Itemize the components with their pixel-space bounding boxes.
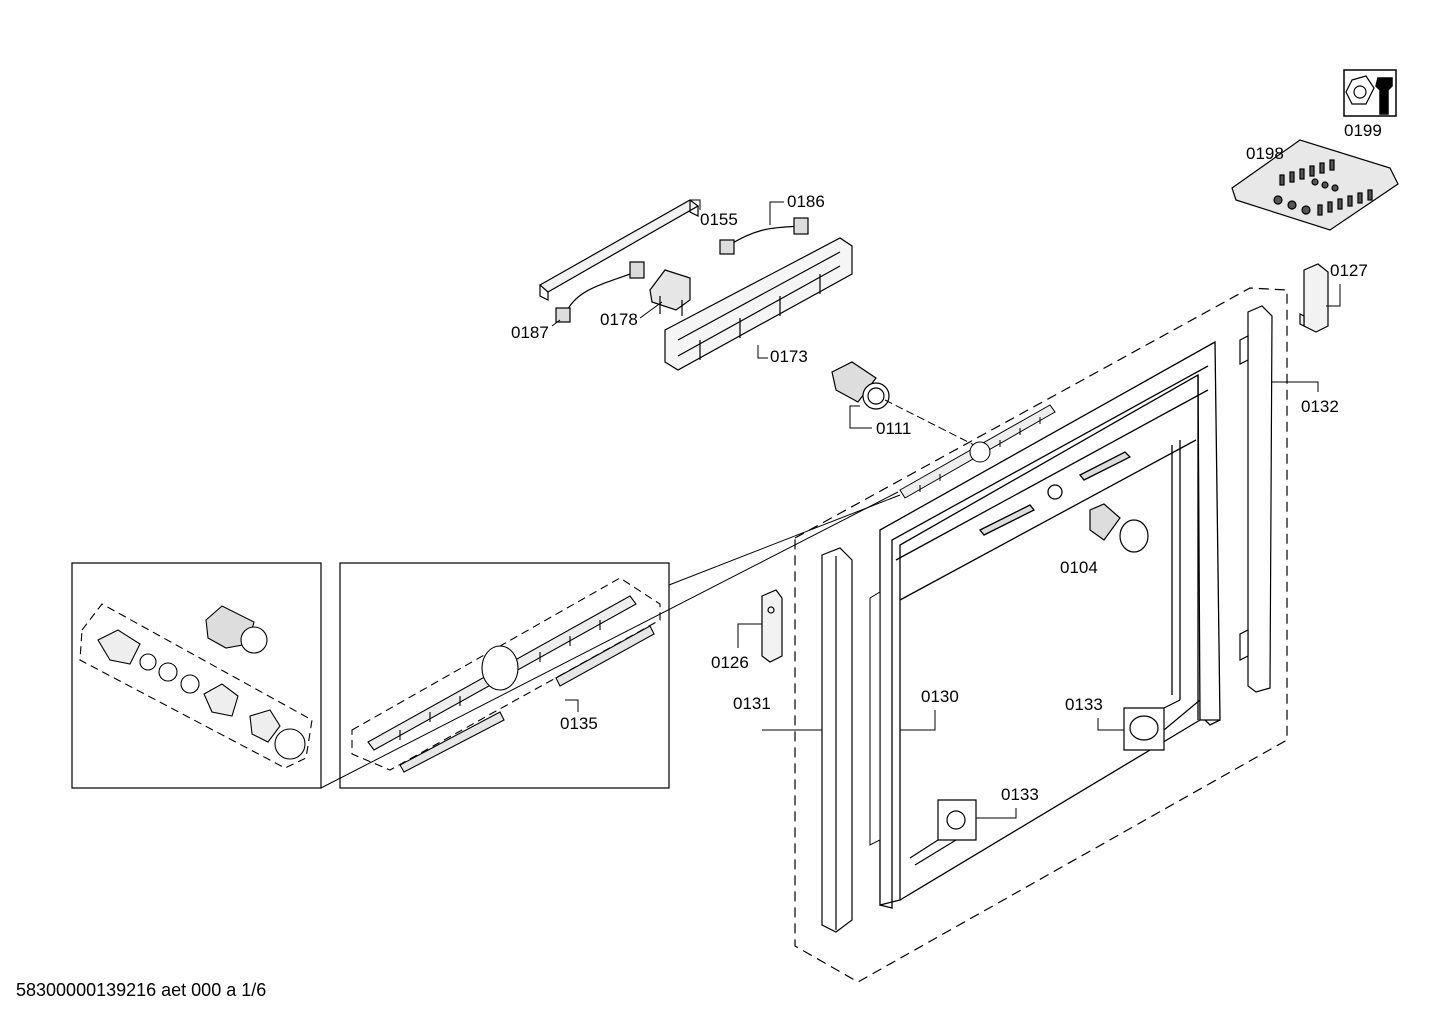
drawing-reference: 58300000139216 aet 000 a 1/6 xyxy=(16,980,267,1000)
label-0155[interactable]: 0155 xyxy=(700,210,738,229)
label-0126[interactable]: 0126 xyxy=(711,653,749,672)
label-0135[interactable]: 0135 xyxy=(560,714,598,733)
control-assembly xyxy=(538,199,853,371)
control-strip xyxy=(899,404,1056,499)
label-0186[interactable]: 0186 xyxy=(787,192,825,211)
leader-lines-top xyxy=(551,199,784,359)
front-frame-0130 xyxy=(879,340,1221,909)
knob-exploded-view xyxy=(79,603,313,769)
wrench-nut-icon xyxy=(1343,69,1397,117)
label-0133-lower[interactable]: 0133 xyxy=(1001,785,1039,804)
label-0198[interactable]: 0198 xyxy=(1246,144,1284,163)
leader-0127 xyxy=(1326,284,1341,307)
leader-0126 xyxy=(737,623,762,648)
label-0199[interactable]: 0199 xyxy=(1344,121,1382,140)
label-0104[interactable]: 0104 xyxy=(1060,558,1098,577)
label-0178[interactable]: 0178 xyxy=(600,310,638,329)
bracket-0126 xyxy=(761,589,783,663)
side-rail-0132 xyxy=(1239,305,1273,693)
strip-exploded-view xyxy=(351,577,661,773)
bracket-0127 xyxy=(1299,263,1329,333)
label-0111[interactable]: 0111 xyxy=(876,419,911,438)
label-0130[interactable]: 0130 xyxy=(921,687,959,706)
side-rail-left-frame xyxy=(869,591,881,846)
detail-callout-lines xyxy=(320,491,901,789)
label-0187[interactable]: 0187 xyxy=(511,323,549,342)
label-0133-upper[interactable]: 0133 xyxy=(1065,695,1103,714)
leader-0111 xyxy=(849,405,872,429)
knob-unit-0111 xyxy=(831,361,890,410)
assembly-boundary xyxy=(794,287,1288,983)
cap-0133-upper xyxy=(1123,699,1201,751)
label-0173[interactable]: 0173 xyxy=(770,347,808,366)
label-0127[interactable]: 0127 xyxy=(1330,261,1368,280)
screw-bag-icon xyxy=(1231,139,1399,231)
cap-0133-lower xyxy=(909,799,977,866)
knob-0104 xyxy=(1089,503,1149,553)
label-0132[interactable]: 0132 xyxy=(1301,397,1339,416)
leader-0130 xyxy=(900,710,936,731)
side-rail-0131 xyxy=(821,547,853,933)
leader-0132 xyxy=(1272,381,1319,392)
leader-0133-upper xyxy=(1097,718,1124,731)
alignment-line xyxy=(884,399,981,449)
leader-0133-lower xyxy=(976,808,1017,819)
label-0131[interactable]: 0131 xyxy=(733,694,771,713)
leader-0135 xyxy=(565,699,579,712)
